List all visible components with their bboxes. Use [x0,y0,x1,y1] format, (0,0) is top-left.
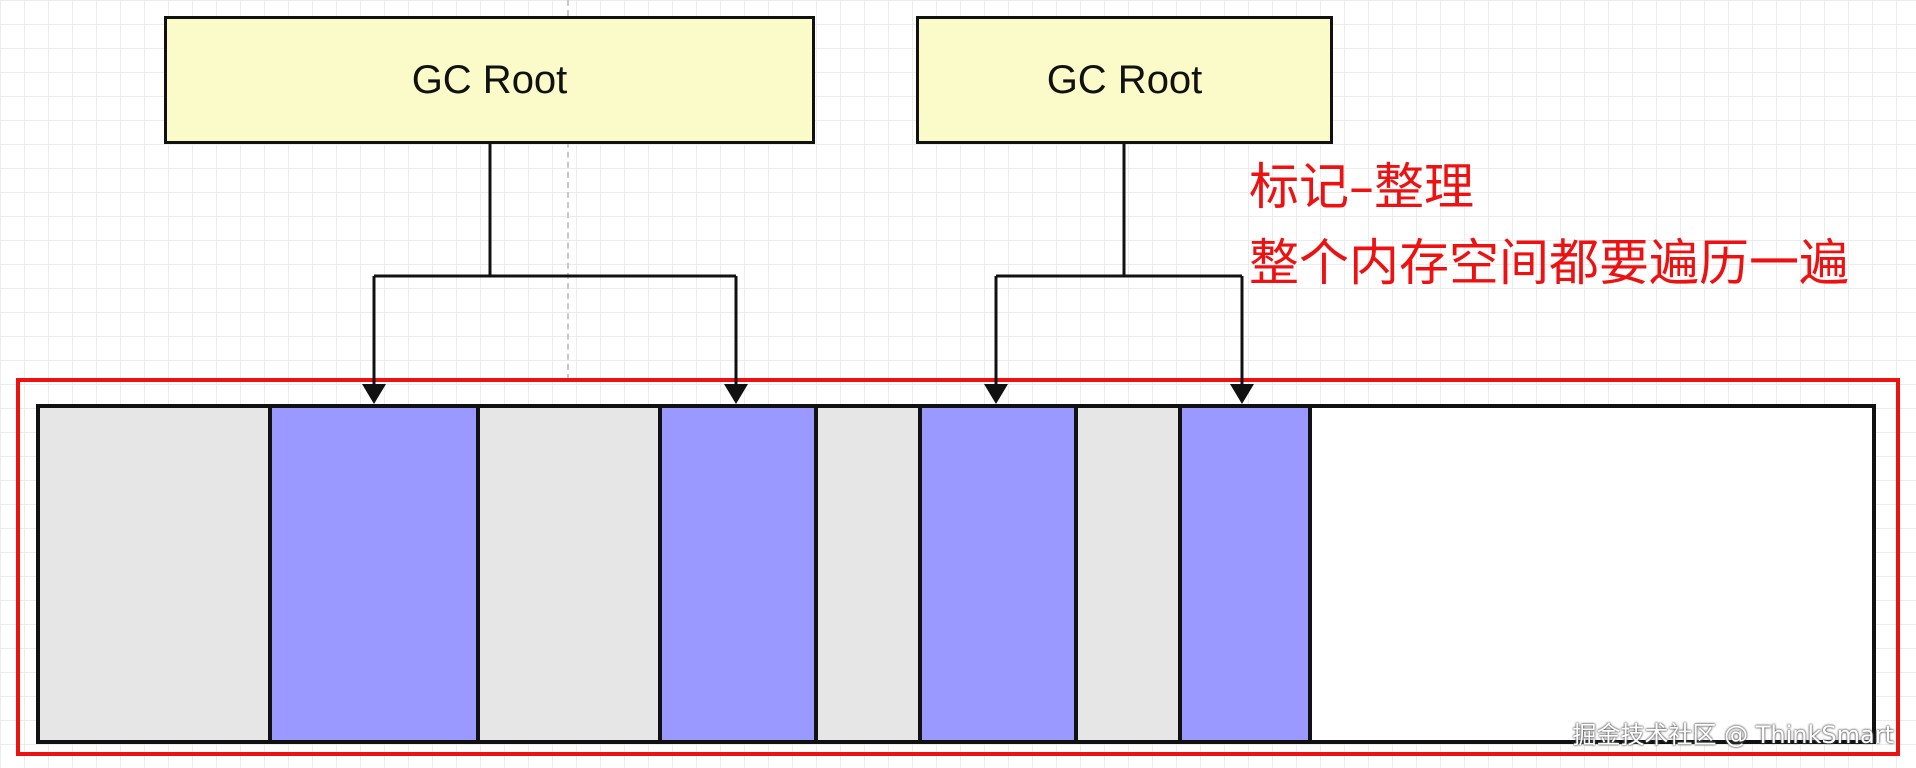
memory-block-live [272,408,480,740]
memory-block-free [480,408,662,740]
annotation-title: 标记–整理 [1249,158,1474,216]
dashed-guide-line [567,0,569,380]
gc-root-label: GC Root [1046,57,1203,102]
annotation-body: 整个内存空间都要遍历一遍 [1249,234,1849,292]
watermark: 掘金技术社区 @ ThinkSmart [1572,721,1894,749]
memory-block-live [662,408,818,740]
gc-root-label: GC Root [411,57,568,102]
memory-block-empty [1312,408,1872,740]
highlight-frame [16,378,1900,756]
memory-block-free [40,408,272,740]
memory-space [36,404,1876,744]
memory-block-free [818,408,922,740]
gc-root-box-1: GC Root [164,16,815,144]
memory-block-free [1078,408,1182,740]
memory-block-live [1182,408,1312,740]
memory-block-live [922,408,1078,740]
gc-root-box-2: GC Root [916,16,1333,144]
